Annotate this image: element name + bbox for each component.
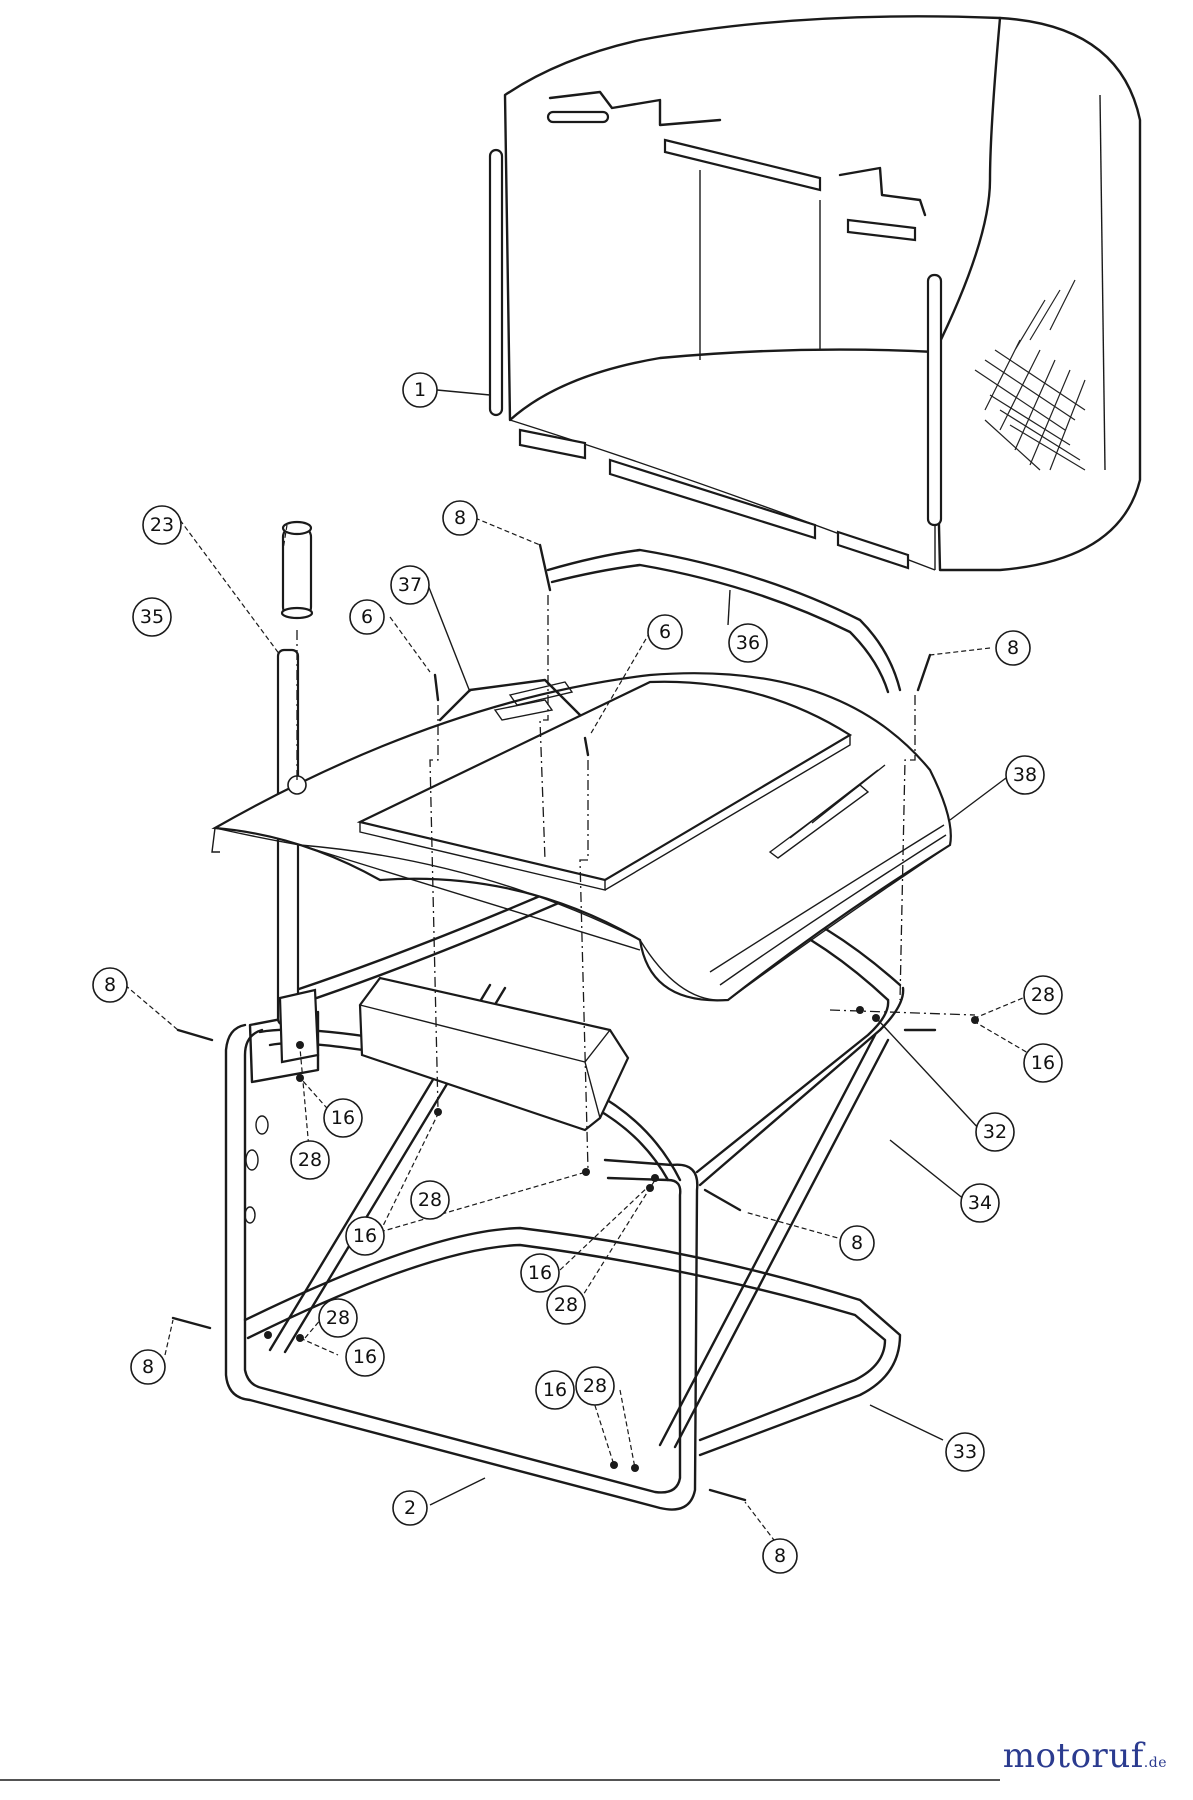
callout-28-left-upper: 28 [290,1140,330,1180]
callout-16-lower-center: 16 [535,1370,575,1410]
svg-text:28: 28 [326,1307,350,1329]
callout-8-left: 8 [92,967,128,1003]
svg-text:36: 36 [736,632,760,654]
svg-text:16: 16 [528,1262,552,1284]
svg-text:8: 8 [104,974,116,996]
svg-text:2: 2 [404,1497,416,1519]
svg-text:28: 28 [298,1149,322,1171]
grass-bag [488,15,1142,572]
svg-text:38: 38 [1013,764,1037,786]
cover-bar [546,548,902,694]
svg-text:1: 1 [414,379,426,401]
callout-16-right: 16 [1023,1043,1063,1083]
svg-text:6: 6 [361,606,373,628]
callout-28-center: 28 [410,1180,450,1220]
svg-text:8: 8 [454,507,466,529]
callout-28-center-low: 28 [546,1285,586,1325]
callouts: 1 23 35 8 37 6 6 36 8 38 8 28 16 16 28 3… [92,372,1063,1574]
svg-text:16: 16 [1031,1052,1055,1074]
callout-16-center: 16 [520,1253,560,1293]
callout-8-center-right: 8 [839,1225,875,1261]
svg-text:8: 8 [851,1232,863,1254]
svg-text:16: 16 [353,1225,377,1247]
svg-text:8: 8 [774,1545,786,1567]
callout-36: 36 [728,623,768,663]
svg-text:35: 35 [140,606,164,628]
svg-text:33: 33 [953,1441,977,1463]
callout-16-lower-left: 16 [345,1337,385,1377]
svg-text:8: 8 [142,1356,154,1378]
svg-text:28: 28 [418,1189,442,1211]
svg-text:37: 37 [398,574,422,596]
callout-23: 23 [142,505,182,545]
callout-16-center-left: 16 [345,1216,385,1256]
callout-2: 2 [392,1490,428,1526]
watermark-suffix: .de [1143,1755,1167,1771]
callout-37: 37 [390,565,430,605]
callout-35: 35 [132,597,172,637]
callout-16-left-upper: 16 [323,1098,363,1138]
svg-text:28: 28 [583,1375,607,1397]
svg-text:23: 23 [150,514,174,536]
callout-6-right: 6 [647,614,683,650]
callout-8-right-top: 8 [995,630,1031,666]
callout-8-lower-left: 8 [130,1349,166,1385]
svg-text:34: 34 [968,1192,992,1214]
callout-28-right: 28 [1023,975,1063,1015]
frame-assembly [224,648,905,1511]
callout-32: 32 [975,1112,1015,1152]
svg-text:28: 28 [554,1294,578,1316]
callout-38: 38 [1005,755,1045,795]
callout-28-lower-left: 28 [318,1298,358,1338]
svg-text:8: 8 [1007,637,1019,659]
bag-cover [211,672,952,1002]
svg-text:28: 28 [1031,984,1055,1006]
callout-33: 33 [945,1432,985,1472]
svg-text:32: 32 [983,1121,1007,1143]
svg-text:16: 16 [331,1107,355,1129]
watermark-brand: motoruf [1002,1736,1144,1776]
callout-34: 34 [960,1183,1000,1223]
handle-grip [280,520,314,620]
watermark-logo: motoruf.de [1003,1736,1167,1776]
assembly-lines [296,595,976,1171]
hardware [171,543,979,1502]
callout-6-left: 6 [349,599,385,635]
callout-1: 1 [402,372,438,408]
svg-text:16: 16 [353,1346,377,1368]
callout-8-bottom: 8 [762,1538,798,1574]
svg-text:6: 6 [659,621,671,643]
callout-28-lower-center: 28 [575,1366,615,1406]
callout-8-top: 8 [442,500,478,536]
svg-text:16: 16 [543,1379,567,1401]
